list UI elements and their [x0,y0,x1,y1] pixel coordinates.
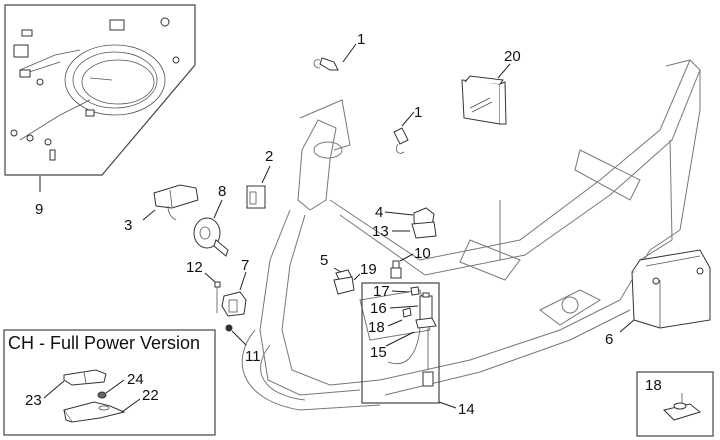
callout-4: 4 [375,204,383,221]
fuse-18[interactable] [402,307,412,318]
callout-22: 22 [142,387,159,404]
battery-6[interactable] [631,249,711,329]
callout-19: 18 [645,377,662,394]
relay-holder-20[interactable] [333,276,355,295]
wiring-harness-9[interactable] [10,17,180,161]
callout-9: 9 [35,201,43,218]
callout-1-upper: 1 [357,31,365,48]
screw-12[interactable] [214,281,221,313]
regulator-3[interactable] [153,184,199,221]
callout-23: 23 [25,392,42,409]
bulb-socket-1-lower[interactable] [393,127,409,154]
plate-22[interactable] [63,401,126,423]
inset-title: CH - Full Power Version [8,333,200,353]
callout-7: 7 [241,257,249,274]
inset-clip-nut: 18 [636,371,714,437]
switch-10[interactable] [390,260,402,279]
document-bag-21[interactable] [461,75,507,125]
callout-11: 11 [245,348,261,365]
frame-chassis [241,59,701,411]
callout-13: 13 [372,223,389,240]
inset-full-power-version: CH - Full Power Version 23 24 22 [3,329,216,436]
callout-14: 14 [458,401,475,418]
bracket-clip-7[interactable] [221,291,247,317]
callout-17: 17 [373,283,390,300]
fuse-17[interactable] [410,286,420,296]
relay-2[interactable] [246,185,266,209]
callout-6: 6 [605,331,613,348]
callout-2: 2 [265,148,273,165]
callout-16: 16 [370,300,387,317]
callout-3: 3 [124,217,132,234]
callout-21: 20 [504,48,521,65]
nut-11[interactable] [225,324,233,332]
callout-5: 5 [320,252,328,269]
callout-12: 12 [186,259,203,276]
relay-holder-13[interactable] [411,221,437,239]
callout-8: 8 [218,183,226,200]
connector-23[interactable] [63,369,107,386]
bulb-socket-1-upper[interactable] [313,57,339,71]
callout-20: 19 [360,261,377,278]
callout-15: 15 [370,344,387,361]
fuse-holder-16[interactable] [419,292,433,321]
washer-24[interactable] [97,391,107,399]
callout-10: 10 [414,245,431,262]
inset-wiring-harness: 9 [4,4,196,218]
clip-nut-19[interactable] [663,393,702,421]
inset-fuse-assembly: 17 16 18 15 [361,282,440,404]
fuse-cable-15[interactable] [387,317,437,387]
callout-24: 24 [127,371,144,388]
horn-8[interactable] [193,217,229,257]
callout-18: 18 [368,319,385,336]
callout-1-lower: 1 [414,104,422,121]
